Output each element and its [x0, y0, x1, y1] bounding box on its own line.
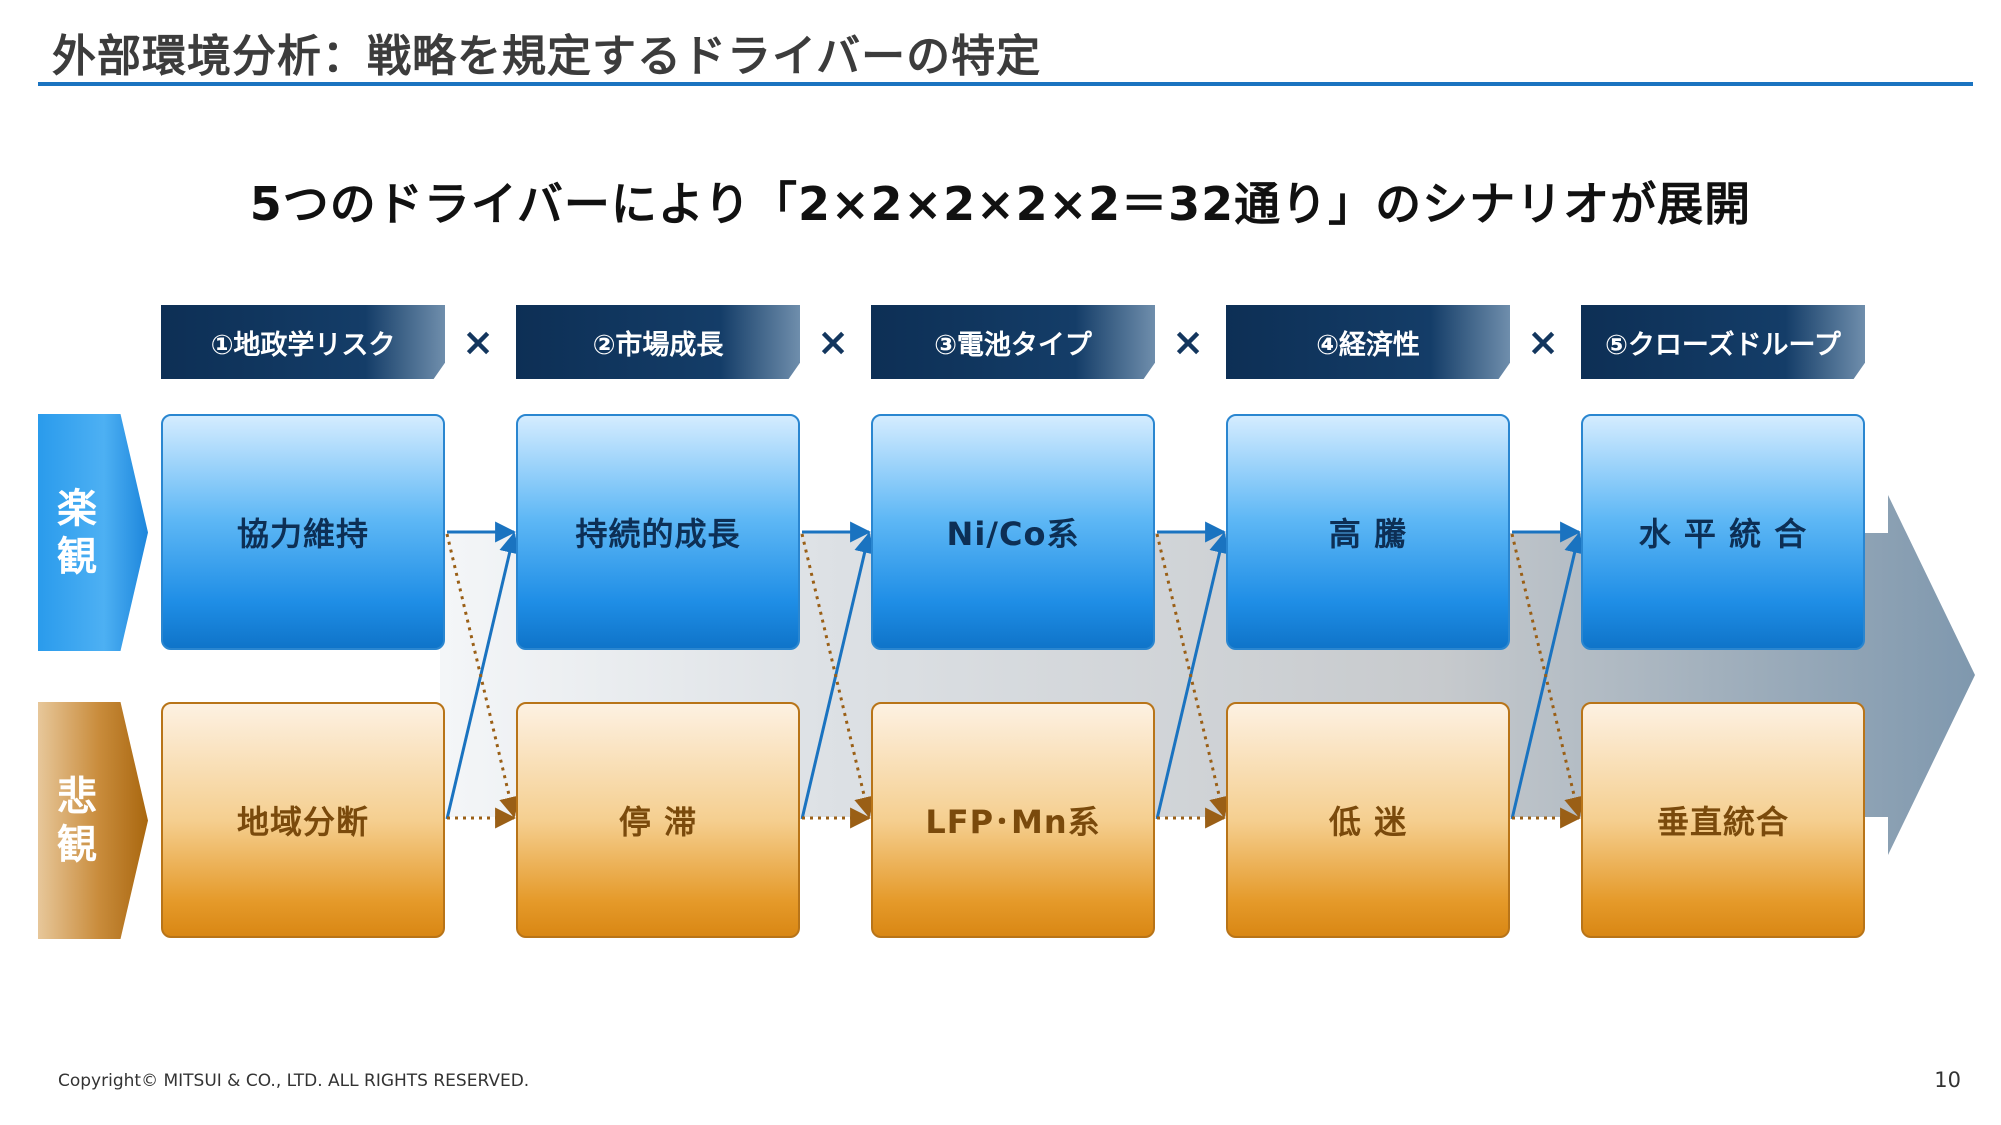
optimistic-box-4: 高 騰 — [1226, 414, 1510, 650]
driver-header-4: ④経済性 — [1226, 305, 1510, 379]
transitions-1-2 — [445, 521, 520, 829]
multiply-sign-2: × — [817, 320, 849, 364]
multiply-sign-1: × — [462, 320, 494, 364]
optimistic-box-2: 持続的成長 — [516, 414, 800, 650]
title-underline — [38, 82, 1973, 86]
optimistic-box-3: Ni/Co系 — [871, 414, 1155, 650]
page-title: 外部環境分析：戦略を規定するドライバーの特定 — [52, 31, 1042, 82]
driver-header-5: ⑤クローズドループ — [1581, 305, 1865, 379]
arrow-opt-pes — [1510, 533, 1585, 819]
transitions-2-3 — [800, 521, 875, 829]
row-pessimistic-label: 悲観 — [57, 773, 97, 868]
pessimistic-box-4: 低 迷 — [1226, 702, 1510, 938]
pessimistic-box-2: 停 滞 — [516, 702, 800, 938]
scenario-subtitle: 5つのドライバーにより「2×2×2×2×2＝32通り」のシナリオが展開 — [249, 177, 1752, 231]
arrow-opt-pes — [800, 533, 875, 819]
page-number: 10 — [1934, 1068, 1961, 1092]
transitions-4-5 — [1510, 521, 1585, 829]
driver-header-3: ③電池タイプ — [871, 305, 1155, 379]
driver-header-1: ①地政学リスク — [161, 305, 445, 379]
copyright-notice: Copyright© MITSUI & CO., LTD. ALL RIGHTS… — [58, 1071, 530, 1091]
pessimistic-box-3: LFP･Mn系 — [871, 702, 1155, 938]
transitions-3-4 — [1155, 521, 1230, 829]
driver-header-2: ②市場成長 — [516, 305, 800, 379]
arrow-opt-pes — [445, 533, 520, 819]
optimistic-box-1: 協力維持 — [161, 414, 445, 650]
pessimistic-box-5: 垂直統合 — [1581, 702, 1865, 938]
row-optimistic-label: 楽観 — [57, 485, 97, 580]
multiply-sign-4: × — [1527, 320, 1559, 364]
multiply-sign-3: × — [1172, 320, 1204, 364]
pessimistic-box-1: 地域分断 — [161, 702, 445, 938]
arrow-opt-pes — [1155, 533, 1230, 819]
optimistic-box-5: 水 平 統 合 — [1581, 414, 1865, 650]
